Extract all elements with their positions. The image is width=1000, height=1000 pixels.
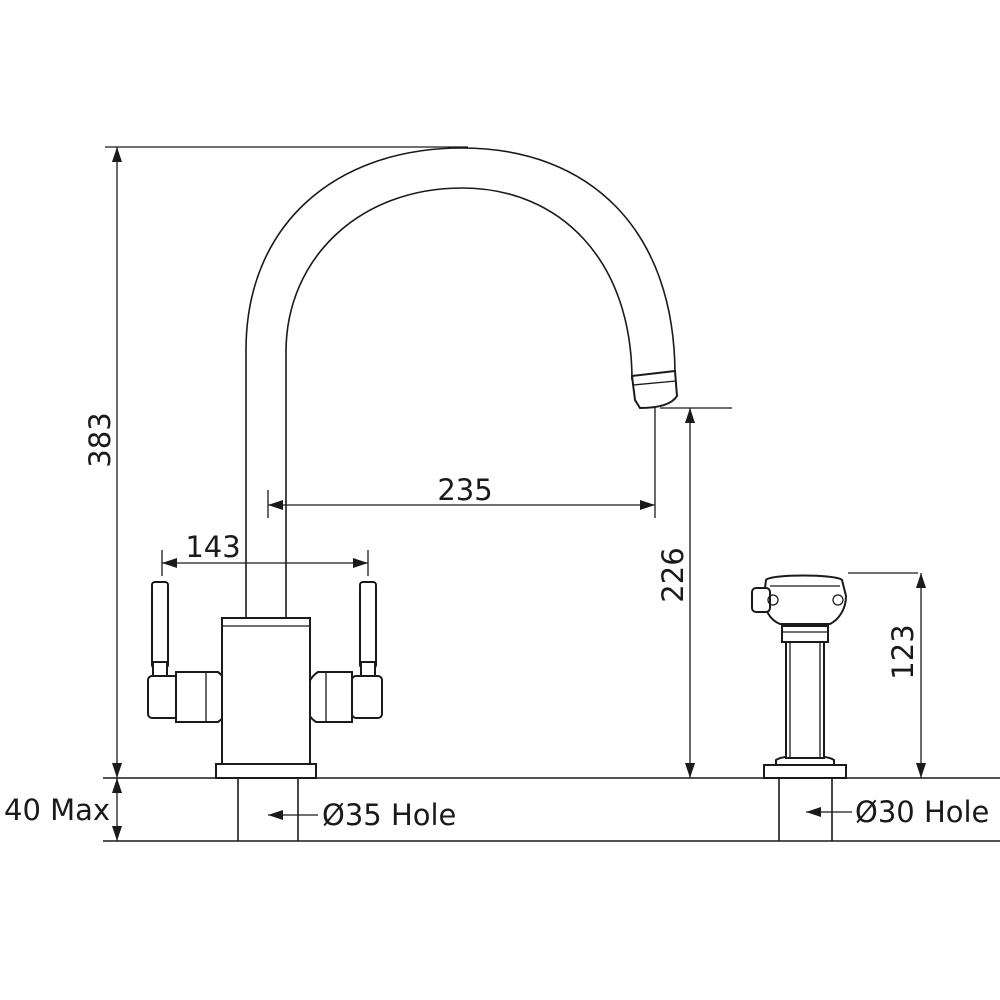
- span-arrow-right: [353, 558, 368, 568]
- spray-arrow-top: [916, 573, 926, 588]
- dim-deck-thickness: 40 Max: [4, 778, 122, 841]
- dim-handle-span: 143: [161, 530, 369, 576]
- spray-head: [762, 574, 848, 625]
- deck-thickness-label: 40 Max: [4, 793, 110, 827]
- right-handle-hub: [303, 671, 353, 723]
- side-spray: [751, 574, 848, 779]
- spout-inner: [285, 187, 633, 618]
- right-handle-stem: [360, 661, 376, 677]
- dim-spray-height: 123: [848, 572, 926, 778]
- spout-nozzle: [630, 369, 679, 410]
- spray-button-left: [767, 594, 779, 606]
- spray-hole-callout: Ø30 Hole: [806, 795, 989, 829]
- height-arrow-top: [112, 147, 122, 162]
- spout-outer: [245, 147, 676, 618]
- spray-arrow-bottom: [916, 763, 926, 778]
- dim-outlet-height: 226: [656, 407, 732, 778]
- span-arrow-left: [162, 558, 177, 568]
- dim-spout-reach: 235: [267, 408, 656, 518]
- height-arrow-bottom: [112, 763, 122, 778]
- dim-overall-height: 383: [83, 146, 468, 778]
- left-handle-lever: [151, 581, 169, 669]
- tap-hole-label: Ø35 Hole: [322, 798, 456, 832]
- reach-arrow-left: [268, 500, 283, 510]
- tap-hole-arrow: [268, 810, 283, 820]
- faucet-base: [215, 763, 317, 779]
- deck-arrow-top: [112, 778, 122, 793]
- left-handle-knob: [147, 675, 179, 719]
- nozzle-ring: [632, 380, 677, 386]
- spray-trigger: [751, 587, 771, 613]
- spray-neck: [781, 625, 829, 643]
- spray-stem: [785, 639, 825, 759]
- spray-height-label: 123: [886, 624, 920, 679]
- spray-hole-arrow: [806, 807, 821, 817]
- spout-reach-label: 235: [437, 473, 492, 507]
- right-handle-knob: [351, 675, 383, 719]
- faucet: [147, 147, 679, 779]
- spray-base: [763, 764, 847, 779]
- tap-hole-callout: Ø35 Hole: [268, 798, 456, 832]
- spray-hole-label: Ø30 Hole: [855, 795, 989, 829]
- outlet-arrow-bottom: [685, 763, 695, 778]
- deck-arrow-bottom: [112, 826, 122, 841]
- left-handle-stem: [152, 661, 168, 677]
- spray-button-right: [832, 594, 844, 606]
- overall-height-label: 383: [83, 412, 117, 467]
- faucet-body: [221, 617, 311, 765]
- right-handle-lever: [359, 581, 377, 669]
- handle-span-label: 143: [185, 530, 240, 564]
- outlet-arrow-top: [685, 408, 695, 423]
- outlet-height-label: 226: [656, 547, 690, 602]
- reach-arrow-right: [640, 500, 655, 510]
